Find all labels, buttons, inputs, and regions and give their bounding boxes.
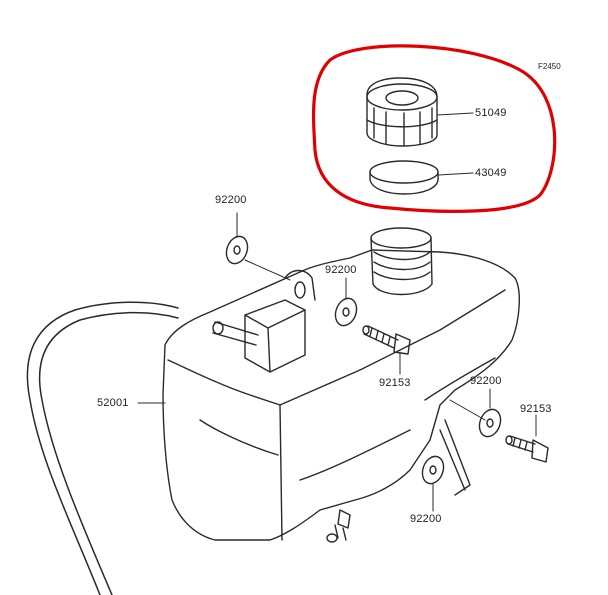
leader-lines — [137, 112, 537, 512]
bolt-upper — [362, 325, 411, 355]
part-label-92200-upper-left[interactable]: 92200 — [215, 194, 247, 206]
drain-nozzle — [326, 509, 351, 543]
lower-bracket — [439, 419, 471, 496]
cap-gasket — [369, 160, 439, 195]
hose-inner — [38, 311, 179, 595]
part-label-43049[interactable]: 43049 — [475, 167, 507, 179]
part-label-92153-right[interactable]: 92153 — [520, 403, 552, 415]
filler-neck — [370, 227, 433, 296]
bolt-right — [505, 435, 549, 463]
mounting-bracket — [212, 269, 316, 373]
washer-upper-left — [225, 235, 249, 265]
washer-right — [478, 408, 502, 438]
highlight-outline — [311, 44, 557, 213]
part-label-92153-upper[interactable]: 92153 — [379, 377, 411, 389]
part-label-52001[interactable]: 52001 — [97, 397, 129, 409]
radiator-cap — [366, 77, 438, 147]
washer-lower — [421, 455, 445, 485]
part-label-92200-right[interactable]: 92200 — [470, 375, 502, 387]
reservoir-tank — [162, 249, 520, 541]
washer-upper-mid — [334, 297, 358, 327]
part-label-51049[interactable]: 51049 — [475, 107, 507, 119]
figure-code: F2450 — [538, 62, 561, 71]
part-label-92200-lower[interactable]: 92200 — [410, 513, 442, 525]
hose — [26, 301, 179, 595]
part-label-92200-upper-mid[interactable]: 92200 — [325, 264, 357, 276]
